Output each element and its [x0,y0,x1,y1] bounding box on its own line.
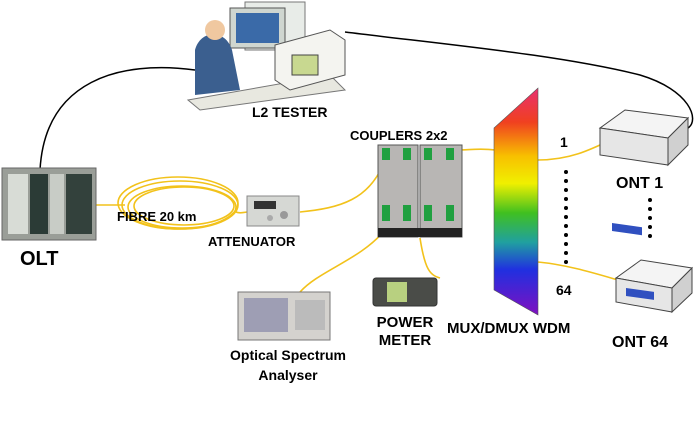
ont-64-device [614,259,694,314]
power-meter-device [372,277,438,307]
osa-label-line1: Optical Spectrum [230,347,346,363]
port-ellipsis-dots [564,170,568,264]
osa-label-line2: Analyser [258,367,318,383]
ont-64-label: ONT 64 [612,334,668,351]
couplers-device [377,144,463,238]
fibre-coupler-power [419,237,441,279]
fibre-att-coupler [299,159,386,213]
attenuator-label: ATTENUATOR [208,234,296,249]
mux-dmux-label: MUX/DMUX WDM [447,320,570,337]
port-1-label: 1 [560,134,568,150]
power-meter-label-line1: POWER [377,314,434,331]
optical-spectrum-analyser-device [237,291,331,341]
olt-label: OLT [20,248,59,270]
couplers-label: COUPLERS 2x2 [350,128,448,143]
attenuator-device [246,195,300,227]
fibre-coupler-osa [299,229,386,293]
l2-tester-label: L2 TESTER [252,104,327,120]
ont-1-label: ONT 1 [616,175,663,192]
ont-ellipsis-dots [648,198,652,238]
l2-tester-device [186,1,347,111]
power-meter-label-line2: METER [379,332,432,349]
fibre-label: FIBRE 20 km [117,209,196,224]
olt-device [1,167,97,241]
port-64-label: 64 [556,282,572,298]
fibres [90,137,626,293]
ont-1-device [598,109,690,236]
cable-olt-to-tester [39,66,196,171]
mux-dmux-prism [493,87,539,316]
cable-tester-to-ont1 [344,31,694,129]
fibre-mux-ont64 [537,261,626,283]
